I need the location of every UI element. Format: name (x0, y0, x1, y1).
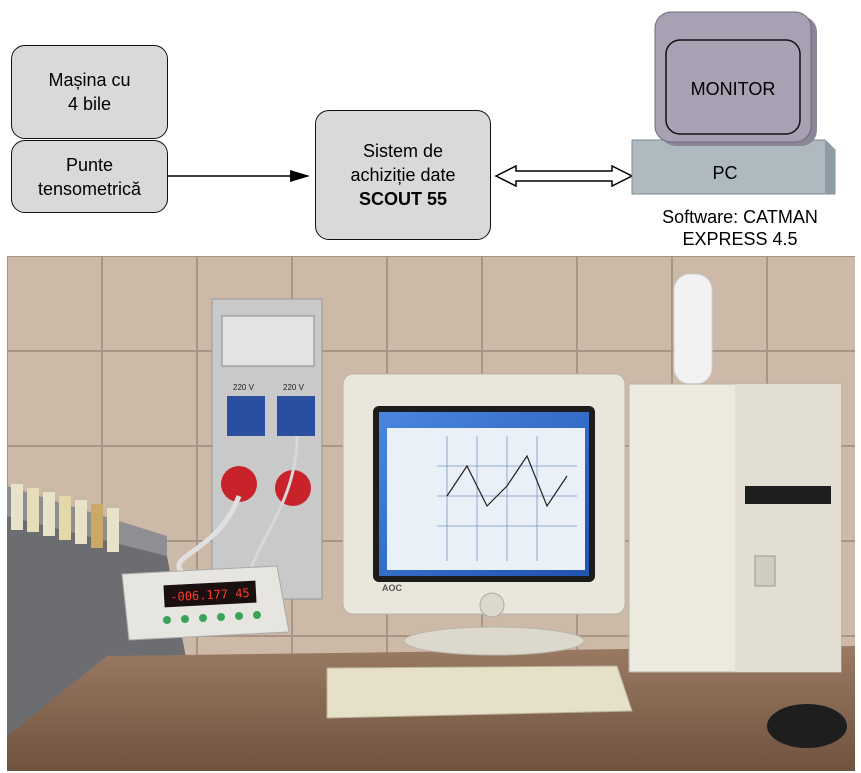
device-buttons (163, 611, 261, 624)
masina-cu-4-bile-box: Mașina cu 4 bile (11, 45, 168, 139)
sample-bottles (11, 484, 119, 552)
tower-button (754, 555, 776, 587)
monitor-screen (665, 39, 801, 135)
pc-box-side (825, 140, 835, 194)
socket1-label: 220 V (233, 383, 255, 392)
power-button-icon (479, 592, 505, 618)
socket2-label: 220 V (283, 383, 305, 392)
masina-label-line1: Mașina cu (48, 70, 131, 90)
monitor-brand: AOC (382, 583, 403, 593)
arrowhead-to-scout (290, 170, 310, 182)
software-line1: Software: CATMAN (662, 207, 818, 227)
screen-window (387, 428, 585, 570)
breakers (221, 315, 315, 367)
scout-acquisition-box: Sistem de achiziție date SCOUT 55 (315, 110, 491, 240)
device-display (163, 580, 257, 608)
scout-label-line2: achiziție date (350, 165, 456, 185)
air-freshener (673, 273, 713, 385)
monitor-stand (403, 626, 585, 656)
scout-label-line3: SCOUT 55 (358, 189, 448, 209)
screen-grid (437, 436, 577, 561)
dvd-drive (745, 486, 831, 504)
punte-label-line2: tensometrică (37, 178, 142, 199)
socket-red-1 (221, 466, 257, 502)
scout-label-line1: Sistem de (362, 141, 444, 161)
software-caption: Software: CATMAN EXPRESS 4.5 (630, 206, 850, 250)
screen-curve (446, 454, 568, 508)
punte-label-line1: Punte (65, 154, 114, 175)
mouse (767, 704, 847, 748)
keyboard (326, 665, 633, 719)
masina-label-line2: 4 bile (67, 94, 111, 114)
socket-blue-2 (277, 396, 315, 436)
pc-label: PC (712, 163, 737, 183)
socket-blue-1 (227, 396, 265, 436)
monitor-label: MONITOR (691, 79, 776, 99)
diagram-connectors: PC MONITOR (168, 11, 836, 195)
software-line2: EXPRESS 4.5 (682, 229, 798, 249)
pc-tower-front (735, 384, 841, 672)
cable-1 (176, 495, 242, 579)
double-arrow-scout-pc (494, 164, 634, 188)
lab-setup-photo: 220 V 220 V AOC (7, 256, 855, 771)
punte-tensometrica-box: Punte tensometrică (11, 140, 168, 213)
